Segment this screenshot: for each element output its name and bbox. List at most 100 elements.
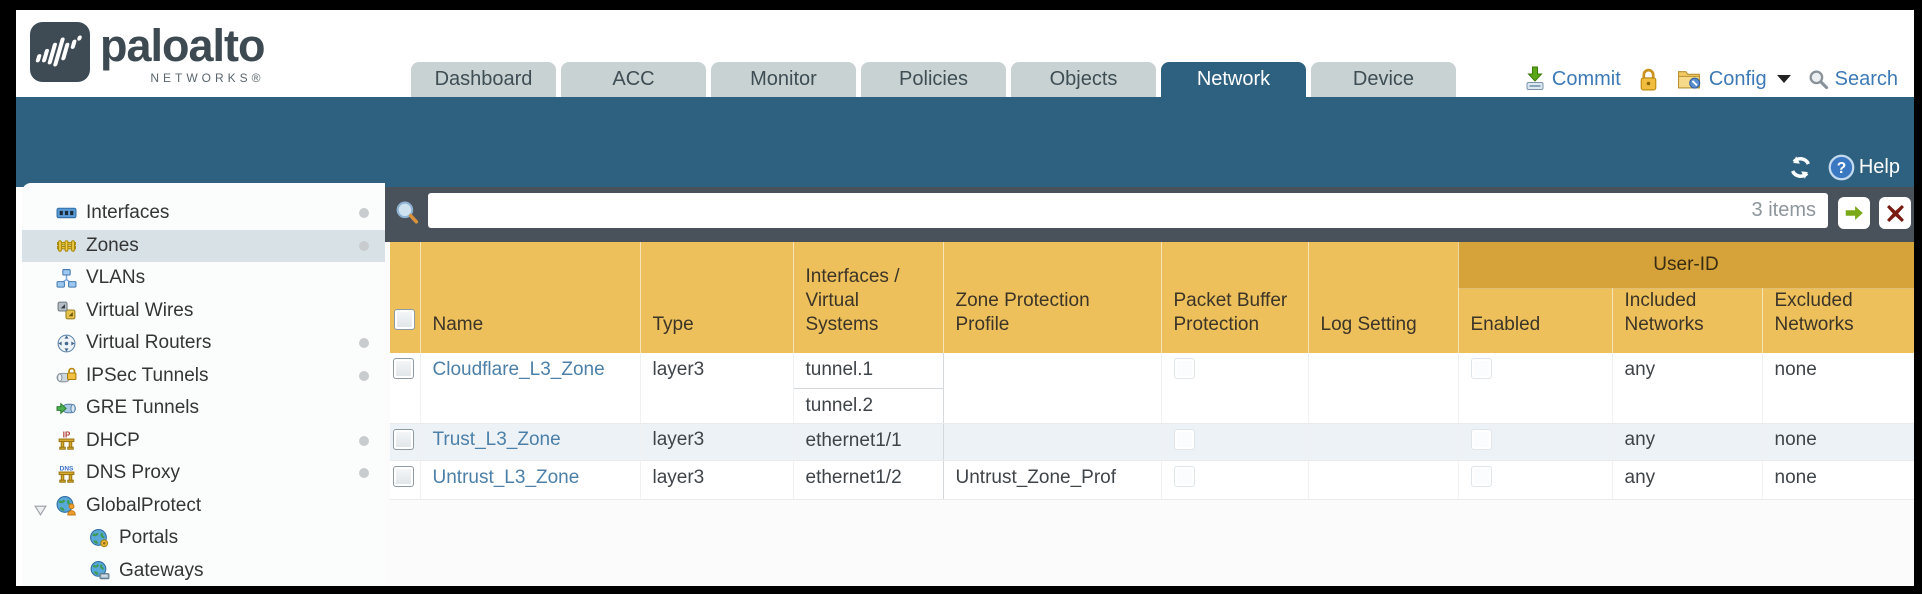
svg-text:?: ? [1837, 160, 1847, 177]
packet-buffer-protection-checkbox [1173, 429, 1195, 450]
paloalto-logo-icon [30, 22, 90, 82]
tab-device[interactable]: Device [1311, 62, 1456, 97]
interface-value: ethernet1/2 [805, 467, 902, 488]
excluded-networks: none [1762, 353, 1914, 424]
sidebar-item-zones[interactable]: Zones [22, 229, 385, 262]
dns-proxy-icon: DNS [55, 462, 77, 484]
tab-network[interactable]: Network [1161, 62, 1306, 97]
tab-dashboard[interactable]: Dashboard [411, 62, 556, 97]
teal-band: ? Help [16, 97, 1914, 187]
row-checkbox[interactable] [393, 358, 414, 379]
virtual-wires-icon [55, 300, 77, 322]
user-id-enabled-checkbox [1470, 358, 1492, 379]
log-setting [1308, 353, 1459, 424]
sidebar-item-globalprotect[interactable]: GlobalProtect [22, 490, 385, 523]
globalprotect-icon [55, 495, 77, 517]
interfaces-icon [55, 202, 77, 224]
zone-name-link[interactable]: Trust_L3_Zone [432, 429, 561, 450]
ipsec-tunnels-icon [55, 365, 77, 387]
commit-icon [1526, 66, 1544, 90]
sidebar-item-ipsec-tunnels[interactable]: IPSec Tunnels [22, 360, 385, 393]
brand-subtitle: NETWORKS® [150, 71, 265, 85]
col-header-type[interactable]: Type [640, 242, 794, 353]
user-id-enabled-checkbox [1470, 466, 1492, 487]
gateways-icon [88, 560, 110, 582]
col-header-name[interactable]: Name [420, 242, 641, 353]
sidebar-item-vlans[interactable]: VLANs [22, 262, 385, 295]
filter-bar: 3 items [385, 187, 1914, 242]
lock-button[interactable] [1637, 67, 1660, 92]
row-checkbox[interactable] [393, 429, 414, 450]
zone-name-link[interactable]: Cloudflare_L3_Zone [432, 359, 605, 380]
config-menu-button[interactable]: Config [1676, 67, 1791, 92]
tab-acc[interactable]: ACC [561, 62, 706, 97]
packet-buffer-protection-checkbox [1173, 358, 1195, 379]
col-header-packet-buffer-protection[interactable]: Packet Buffer Protection [1161, 242, 1309, 353]
lock-icon [1640, 68, 1657, 90]
sidebar-item-virtual-wires[interactable]: Virtual Wires [22, 295, 385, 328]
col-header-excluded-networks[interactable]: Excluded Networks [1762, 288, 1914, 353]
filter-input[interactable] [428, 193, 1828, 228]
zone-type: layer3 [640, 460, 794, 500]
tab-monitor[interactable]: Monitor [711, 62, 856, 97]
col-header-interfaces[interactable]: Interfaces / Virtual Systems [793, 242, 944, 353]
included-networks: any [1612, 460, 1763, 500]
included-networks: any [1612, 423, 1763, 461]
virtual-routers-icon [55, 332, 77, 354]
sidebar-item-label: Interfaces [86, 202, 170, 224]
log-setting [1308, 423, 1459, 461]
refresh-icon[interactable] [1787, 154, 1814, 181]
sidebar-item-label: GRE Tunnels [86, 397, 199, 419]
sidebar-item-label: Gateways [119, 559, 204, 581]
col-group-user-id: User-ID [1458, 242, 1914, 289]
help-button[interactable]: ? Help [1828, 154, 1900, 181]
interface-value: ethernet1/1 [805, 430, 902, 451]
packet-buffer-protection-checkbox [1173, 466, 1195, 487]
tab-policies[interactable]: Policies [861, 62, 1006, 97]
close-x-icon [1886, 204, 1904, 222]
sidebar-item-gre-tunnels[interactable]: GRE Tunnels [22, 392, 385, 425]
col-header-enabled[interactable]: Enabled [1458, 288, 1613, 353]
excluded-networks: none [1762, 460, 1914, 500]
zone-type: layer3 [640, 353, 794, 424]
sidebar-item-label: Portals [119, 527, 179, 549]
commit-button[interactable]: Commit [1523, 66, 1621, 92]
sidebar-item-interfaces[interactable]: Interfaces [22, 197, 385, 230]
sidebar-item-portals[interactable]: Portals [22, 522, 385, 555]
tab-objects[interactable]: Objects [1011, 62, 1156, 97]
log-setting [1308, 460, 1459, 500]
dhcp-icon: IP [55, 430, 77, 452]
config-label: Config [1708, 67, 1767, 90]
zone-protection-profile [943, 353, 1162, 424]
filter-search-icon [396, 201, 419, 224]
zones-table: Name Type Interfaces / Virtual Systems Z… [390, 242, 1914, 500]
zones-icon [55, 235, 77, 257]
clear-filter-button[interactable] [1879, 197, 1911, 229]
col-header-included-networks[interactable]: Included Networks [1612, 288, 1763, 353]
commit-label: Commit [1551, 67, 1621, 90]
select-all-checkbox[interactable] [394, 309, 415, 330]
status-dot [359, 468, 369, 478]
zone-type: layer3 [640, 423, 794, 461]
interface-value: tunnel.1 [805, 359, 874, 380]
sidebar-item-label: Virtual Wires [86, 299, 194, 321]
global-search-button[interactable]: Search [1807, 68, 1898, 91]
apply-filter-button[interactable] [1838, 197, 1870, 229]
expander-triangle-icon[interactable] [34, 500, 47, 522]
sidebar-item-virtual-routers[interactable]: Virtual Routers [22, 327, 385, 360]
paloalto-logo: paloalto NETWORKS® [30, 22, 266, 85]
col-header-zone-protection-profile[interactable]: Zone Protection Profile [943, 242, 1162, 353]
col-header-log-setting[interactable]: Log Setting [1308, 242, 1459, 353]
row-checkbox[interactable] [393, 466, 414, 487]
sidebar-item-gateways[interactable]: Gateways [22, 555, 385, 587]
search-icon [1809, 70, 1828, 89]
zone-name-link[interactable]: Untrust_L3_Zone [432, 467, 580, 488]
status-dot [359, 208, 369, 218]
